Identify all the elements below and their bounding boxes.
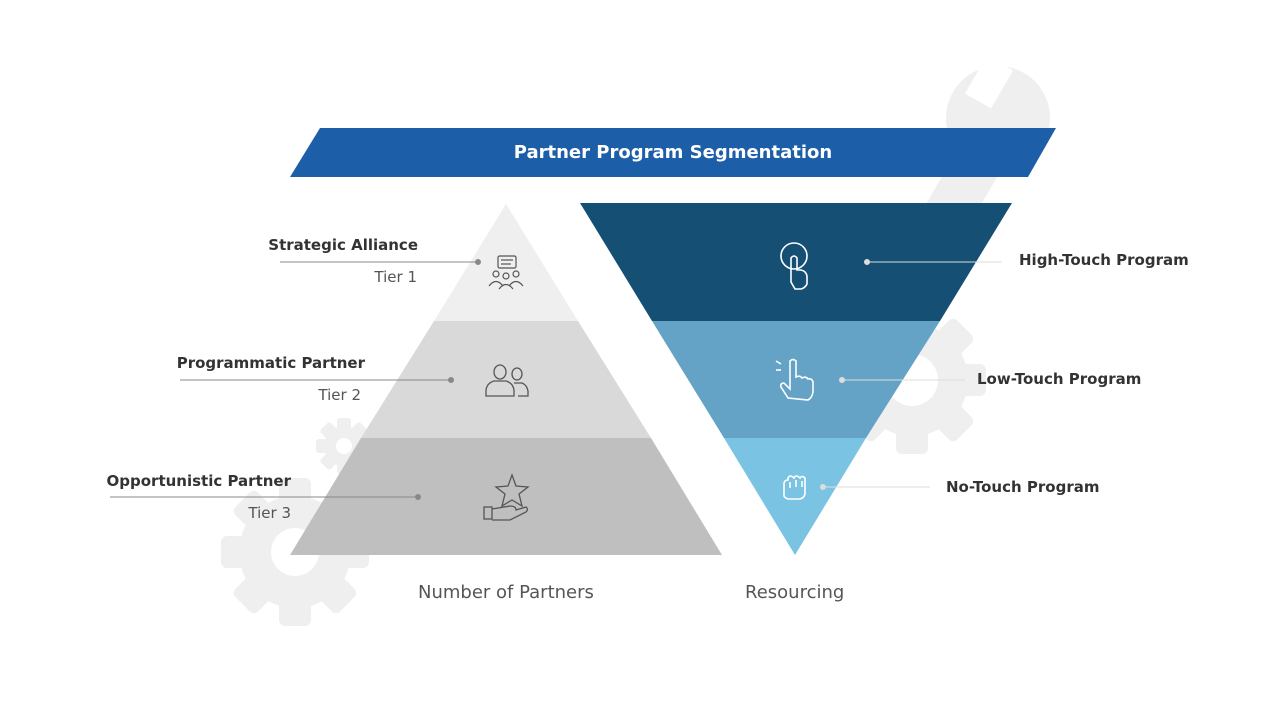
program-high-touch-label: High-Touch Program xyxy=(1019,251,1189,269)
title-banner xyxy=(290,128,1056,177)
tier-3-name: Opportunistic Partner xyxy=(106,472,291,490)
funnel-level-low-touch xyxy=(652,321,940,438)
tier-2-name: Programmatic Partner xyxy=(176,354,365,372)
team-chat-icon xyxy=(488,255,524,290)
hand-star-icon xyxy=(483,473,530,521)
pyramid-caption: Number of Partners xyxy=(418,582,594,603)
touch-finger-icon xyxy=(780,242,808,290)
funnel-level-no-touch xyxy=(724,438,866,555)
two-people-icon xyxy=(485,364,529,397)
pyramid-tier-3 xyxy=(290,438,722,555)
gear-watermark-small-icon xyxy=(316,418,372,474)
tier-2-label: Tier 2 xyxy=(318,386,361,404)
pointing-hand-icon xyxy=(775,358,814,401)
pyramid-tier-2 xyxy=(361,321,651,438)
program-no-touch-label: No-Touch Program xyxy=(946,478,1100,496)
funnel-level-high-touch xyxy=(580,203,1012,321)
tier-3-label: Tier 3 xyxy=(248,504,291,522)
funnel-caption: Resourcing xyxy=(745,582,845,603)
fist-icon xyxy=(783,475,806,500)
tier-1-name: Strategic Alliance xyxy=(268,236,418,254)
program-low-touch-label: Low-Touch Program xyxy=(977,370,1142,388)
tier-1-label: Tier 1 xyxy=(374,268,417,286)
pyramid-tier-1 xyxy=(434,204,578,321)
page-title: Partner Program Segmentation xyxy=(513,142,833,163)
